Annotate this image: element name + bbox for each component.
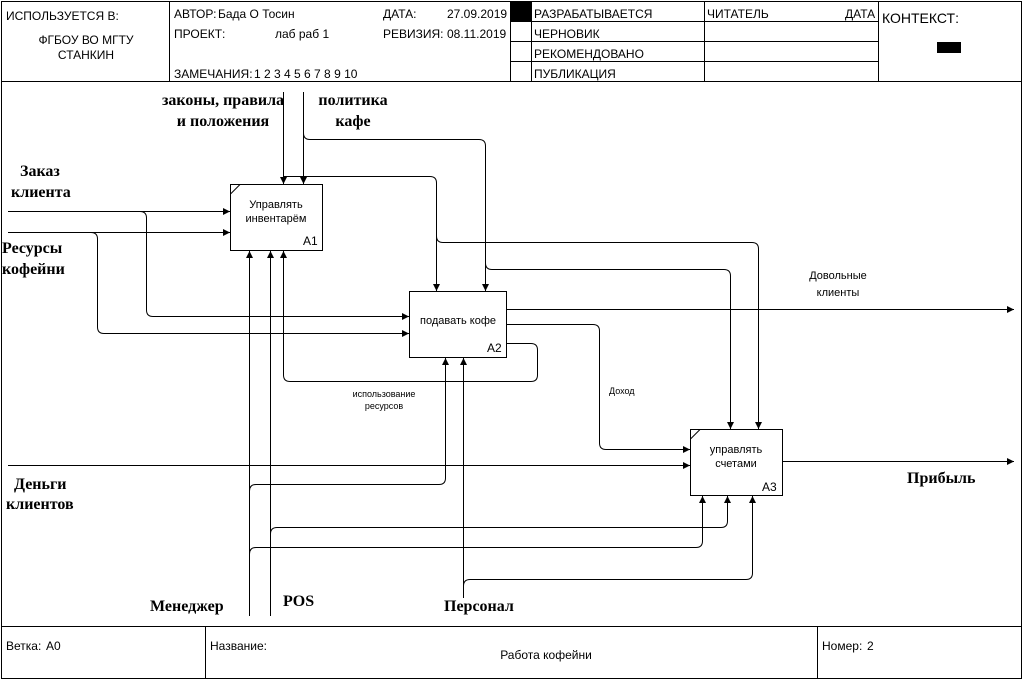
- arrow-laws-to-a3[interactable]: [436, 235, 762, 429]
- status-recommended: РЕКОМЕНДОВАНО: [534, 47, 644, 61]
- a3-number: A3: [762, 480, 777, 494]
- label-order-line1: Заказ: [20, 163, 60, 180]
- label-order-line2: клиента: [11, 184, 71, 201]
- arrow-resource-usage-feedback[interactable]: [280, 251, 538, 382]
- arrow-manager-to-a3[interactable]: [249, 496, 706, 555]
- label-resources-line2: кофейни: [2, 261, 65, 278]
- label-income: Доход: [609, 386, 635, 396]
- status-marker-filled: [511, 2, 531, 21]
- revision-value: 08.11.2019: [447, 27, 506, 41]
- a2-title: подавать кофе: [420, 315, 496, 327]
- context-label: КОНТЕКСТ:: [882, 10, 959, 26]
- arrow-staff-to-a3[interactable]: [463, 496, 756, 587]
- label-policy-line2: кафе: [335, 113, 370, 130]
- project-value: лаб раб 1: [275, 27, 329, 41]
- branch-label: Ветка:: [6, 639, 41, 653]
- author-label: АВТОР:: [174, 7, 216, 21]
- label-policy-line1: политика: [318, 92, 387, 109]
- label-usage-line2: ресурсов: [365, 401, 404, 411]
- notes-label: ЗАМЕЧАНИЯ:: [174, 67, 253, 81]
- status-developing: РАЗРАБАТЫВАЕТСЯ: [534, 7, 652, 21]
- a3-title-line2: счетами: [715, 458, 757, 470]
- project-label: ПРОЕКТ:: [174, 27, 225, 41]
- a2-number: A2: [487, 341, 502, 355]
- used-in-org-line2: СТАНКИН: [58, 48, 114, 62]
- label-pos: POS: [283, 593, 314, 610]
- activity-box-a3[interactable]: управлять счетами A3: [690, 429, 783, 496]
- label-laws-line2: и положения: [177, 113, 270, 130]
- status-publication: ПУБЛИКАЦИЯ: [534, 67, 616, 81]
- date-value: 27.09.2019: [447, 7, 507, 21]
- arrow-pos-to-a3[interactable]: [270, 496, 731, 535]
- diagram-name: Работа кофейни: [500, 648, 592, 662]
- used-in-label: ИСПОЛЬЗУЕТСЯ В:: [6, 9, 119, 23]
- label-manager: Менеджер: [150, 598, 224, 615]
- arrow-resources-to-a2[interactable]: [90, 232, 409, 337]
- a1-title-line2: инвентарём: [246, 213, 307, 225]
- label-happy-line2: клиенты: [817, 287, 860, 299]
- activity-box-a2[interactable]: подавать кофе A2: [409, 291, 507, 358]
- arrow-order-to-a2[interactable]: [139, 211, 409, 320]
- date-label: ДАТА:: [383, 7, 416, 21]
- context-box-marker: [937, 42, 961, 53]
- label-happy-line1: Довольные: [809, 270, 867, 282]
- reader-label: ЧИТАТЕЛЬ: [707, 7, 769, 21]
- notes-value: 1 2 3 4 5 6 7 8 9 10: [254, 67, 358, 81]
- arrow-policy-to-a3[interactable]: [485, 262, 734, 429]
- label-money-line2: клиентов: [6, 496, 74, 513]
- arrow-income-to-a3[interactable]: [506, 324, 690, 453]
- used-in-org-line1: ФГБОУ ВО МГТУ: [38, 33, 133, 47]
- a1-title-line1: Управлять: [249, 199, 303, 211]
- label-laws-line1: законы, правила: [162, 92, 284, 109]
- label-staff: Персонал: [444, 598, 514, 615]
- a1-number: A1: [303, 234, 318, 248]
- author-value: Бада О Тосин: [218, 7, 295, 21]
- status-draft: ЧЕРНОВИК: [534, 27, 600, 41]
- reader-date-label: ДАТА: [845, 7, 875, 21]
- name-label: Название:: [210, 639, 267, 653]
- revision-label: РЕВИЗИЯ:: [383, 27, 444, 41]
- label-usage-line1: использование: [353, 389, 416, 399]
- number-label: Номер:: [822, 639, 862, 653]
- a3-title-line1: управлять: [710, 444, 763, 456]
- label-resources-line1: Ресурсы: [2, 240, 63, 257]
- branch-value: A0: [46, 639, 61, 653]
- arrow-manager-to-a2[interactable]: [249, 358, 449, 492]
- number-value: 2: [867, 639, 874, 653]
- label-money-line1: Деньги: [14, 476, 66, 493]
- arrow-laws-to-a2[interactable]: [283, 176, 440, 292]
- arrow-policy-to-a2[interactable]: [303, 132, 489, 291]
- label-profit: Прибыль: [907, 470, 976, 487]
- activity-box-a1[interactable]: Управлять инвентарём A1: [230, 184, 323, 251]
